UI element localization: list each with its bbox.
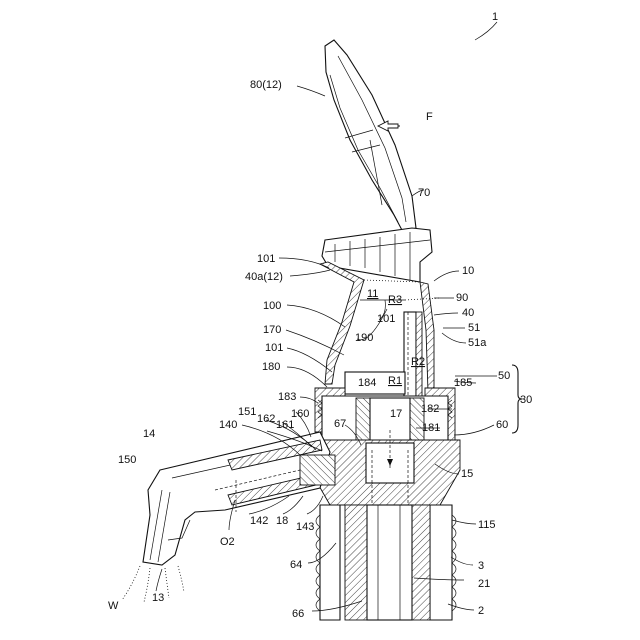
- label-80-12: 80(12): [250, 79, 282, 91]
- label-142: 142: [250, 515, 268, 527]
- housing-30: [315, 388, 455, 443]
- label-10: 10: [462, 265, 474, 277]
- spout-150: [143, 432, 335, 565]
- label-30: 30: [520, 394, 532, 406]
- label-143: 143: [296, 521, 314, 533]
- label-160: 160: [291, 408, 309, 420]
- label-66: 66: [292, 608, 304, 620]
- label-181: 181: [422, 422, 440, 434]
- label-180: 180: [262, 361, 280, 373]
- label-183: 183: [278, 391, 296, 403]
- label-101b: 101: [377, 313, 395, 325]
- label-101c: 101: [265, 342, 283, 354]
- label-190: 190: [355, 332, 373, 344]
- label-150: 150: [118, 454, 136, 466]
- label-51a: 51a: [468, 337, 487, 349]
- label-r1: R1: [388, 375, 402, 387]
- nozzle-80: [325, 40, 416, 232]
- label-185: 185: [454, 377, 472, 389]
- label-161: 161: [276, 419, 294, 431]
- label-90: 90: [456, 292, 468, 304]
- label-67: 67: [334, 418, 346, 430]
- label-140: 140: [219, 419, 237, 431]
- label-r3: R3: [388, 294, 402, 306]
- label-40: 40: [462, 307, 474, 319]
- label-2: 2: [478, 605, 484, 617]
- label-o2: O2: [220, 536, 235, 548]
- label-64: 64: [290, 559, 302, 571]
- label-18: 18: [276, 515, 288, 527]
- label-115: 115: [478, 519, 496, 531]
- neck-3: [316, 505, 456, 620]
- label-170: 170: [263, 324, 281, 336]
- label-13: 13: [152, 592, 164, 604]
- label-17: 17: [390, 408, 402, 420]
- label-f: F: [426, 111, 433, 123]
- label-101a: 101: [257, 253, 275, 265]
- label-162: 162: [257, 413, 275, 425]
- label-51: 51: [468, 322, 480, 334]
- label-r2: R2: [411, 356, 425, 368]
- label-14: 14: [143, 428, 155, 440]
- label-50: 50: [498, 370, 510, 382]
- label-21: 21: [478, 578, 490, 590]
- label-184: 184: [358, 377, 376, 389]
- label-60: 60: [496, 419, 508, 431]
- label-15: 15: [461, 468, 473, 480]
- label-figure-number: 1: [492, 11, 498, 23]
- label-70: 70: [418, 187, 430, 199]
- label-182: 182: [421, 403, 439, 415]
- label-151: 151: [238, 406, 256, 418]
- label-40a-12: 40a(12): [245, 271, 283, 283]
- label-11: 11: [367, 288, 378, 300]
- label-w: W: [108, 600, 119, 612]
- label-100: 100: [263, 300, 281, 312]
- label-3: 3: [478, 560, 484, 572]
